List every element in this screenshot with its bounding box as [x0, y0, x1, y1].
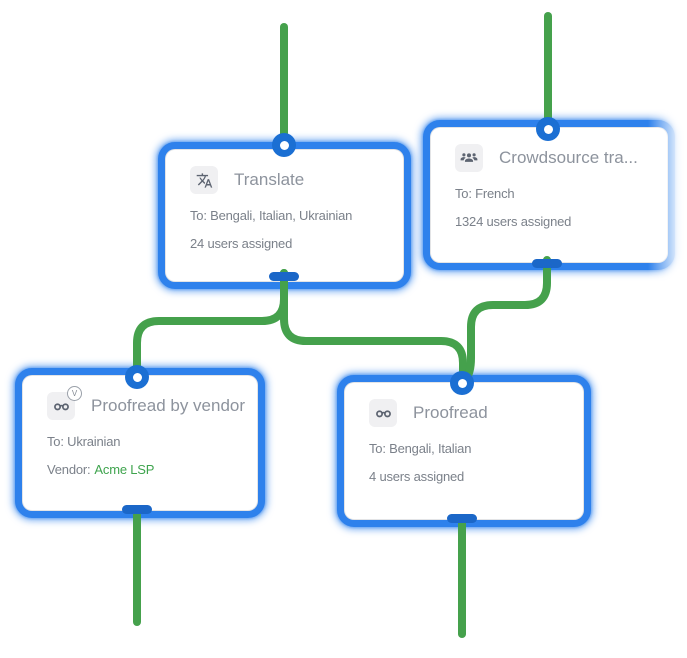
node-card-proofread-by-vendor[interactable]: V Proofread by vendor To: Ukrainian Vend… [15, 368, 265, 518]
node-vendor: Vendor:Acme LSP [47, 462, 233, 477]
vendor-name: Acme LSP [94, 462, 155, 477]
line-crowdsource-to-proofread [459, 256, 551, 386]
line-translate-to-proofread [280, 269, 467, 388]
output-connector-proofread[interactable] [447, 514, 477, 523]
input-connector-crowdsource[interactable] [536, 117, 560, 141]
node-users-assigned: 1324 users assigned [455, 214, 572, 229]
proofread-vendor-icon: V [47, 386, 82, 420]
crowdsource-icon [455, 144, 483, 172]
node-users-assigned: 4 users assigned [369, 469, 465, 484]
node-target-languages: To: Bengali, Italian [369, 441, 472, 456]
connector-hole [279, 140, 289, 150]
connector-hole [132, 372, 142, 382]
node-title: Proofread by vendor [91, 396, 246, 415]
node-users-assigned: 24 users assigned [190, 236, 293, 251]
node-target-languages: To: Ukrainian [47, 434, 121, 449]
node-card-body: V Proofread by vendor To: Ukrainian Vend… [23, 376, 257, 510]
node-card-crowdsource[interactable]: Crowdsource tra... To: French 1324 users… [423, 120, 675, 270]
connector-hole [543, 124, 553, 134]
node-card-proofread[interactable]: Proofread To: Bengali, Italian 4 users a… [337, 375, 591, 527]
node-title: Proofread [413, 403, 488, 422]
node-title: Translate [234, 170, 305, 189]
vendor-label: Vendor: [47, 462, 91, 477]
node-card-body: Translate To: Bengali, Italian, Ukrainia… [166, 150, 403, 281]
node-card-body: Proofread To: Bengali, Italian 4 users a… [345, 383, 583, 519]
connector-hole [457, 378, 467, 388]
node-card-body: Crowdsource tra... To: French 1324 users… [431, 128, 667, 262]
output-connector-proofread-by-vendor[interactable] [122, 505, 152, 514]
node-card-translate[interactable]: Translate To: Bengali, Italian, Ukrainia… [158, 142, 411, 289]
vendor-badge: V [67, 386, 82, 401]
input-connector-translate[interactable] [272, 133, 296, 157]
node-target-languages: To: French [455, 186, 515, 201]
translate-icon [190, 166, 218, 194]
output-connector-translate[interactable] [269, 272, 299, 281]
input-connector-proofread[interactable] [450, 371, 474, 395]
node-target-languages: To: Bengali, Italian, Ukrainian [190, 208, 353, 223]
input-connector-proofread-by-vendor[interactable] [125, 365, 149, 389]
proofread-icon [369, 399, 397, 427]
node-title: Crowdsource tra... [499, 148, 638, 167]
output-connector-crowdsource[interactable] [532, 259, 562, 268]
